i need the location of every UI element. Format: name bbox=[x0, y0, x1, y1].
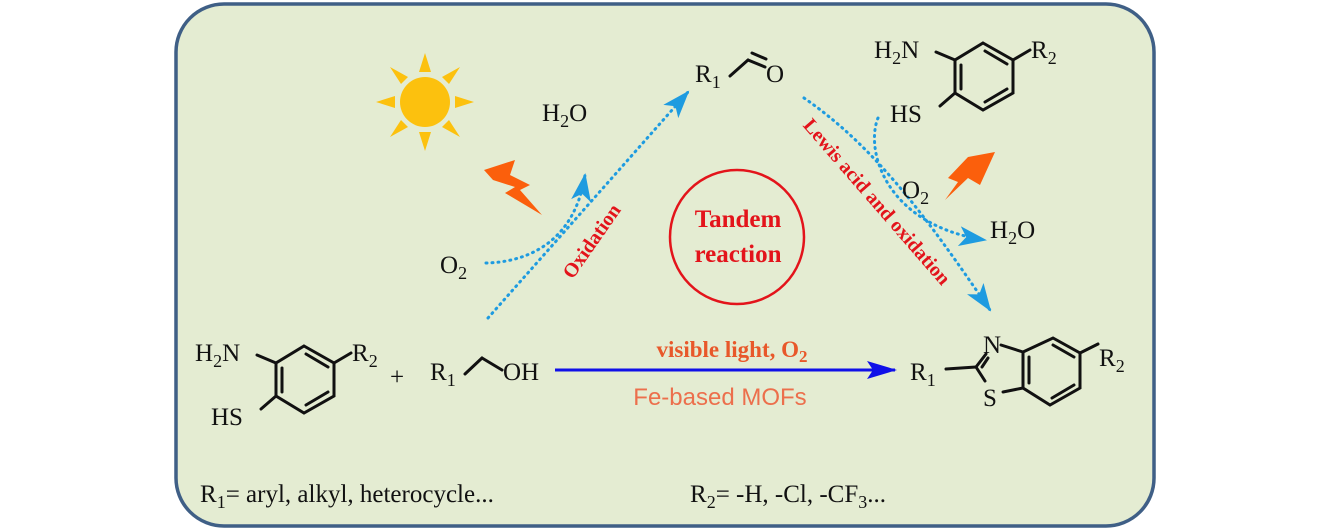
o2-to-h2o-dotted-arrow bbox=[484, 173, 591, 265]
svg-text:O: O bbox=[766, 61, 784, 88]
svg-text:R1: R1 bbox=[910, 359, 936, 390]
alcohol-to-aldehyde-dotted-arrow bbox=[486, 90, 690, 320]
plus-sign: + bbox=[390, 364, 404, 391]
aminothiophenol-structure-left: H2N HS R2 bbox=[195, 340, 378, 431]
r2-definition: R2= -H, -Cl, -CF3... bbox=[690, 481, 886, 512]
alcohol-structure: R1 OH bbox=[430, 356, 539, 390]
svg-text:HS: HS bbox=[890, 101, 922, 128]
r1-definition: R1= aryl, alkyl, heterocycle... bbox=[200, 481, 494, 512]
svg-text:H2N: H2N bbox=[874, 37, 919, 68]
svg-text:R2: R2 bbox=[1099, 345, 1125, 376]
svg-text:S: S bbox=[983, 385, 997, 412]
sun-icon bbox=[376, 53, 474, 151]
left-o2-label: O2 bbox=[440, 252, 467, 283]
tandem-line2: reaction bbox=[694, 241, 781, 268]
tandem-reaction-badge bbox=[668, 168, 806, 306]
svg-text:R2: R2 bbox=[1031, 37, 1057, 68]
svg-text:H2N: H2N bbox=[195, 340, 240, 371]
right-h2o-label: H2O bbox=[990, 217, 1035, 248]
conditions-catalyst: Fe-based MOFs bbox=[633, 384, 806, 411]
benzothiazole-product: R1 N S R2 bbox=[910, 332, 1125, 412]
tandem-line1: Tandem bbox=[695, 206, 782, 233]
svg-text:R2: R2 bbox=[352, 340, 378, 371]
scheme-frame bbox=[174, 2, 1156, 528]
aminothiophenol-to-h2o-dotted-arrow bbox=[873, 116, 987, 247]
aldehyde-structure: R1 O bbox=[695, 51, 784, 92]
right-o2-label: O2 bbox=[902, 177, 929, 208]
aldehyde-to-product-dotted-arrow bbox=[802, 96, 992, 312]
left-h2o-label: H2O bbox=[542, 100, 587, 131]
aminothiophenol-structure-top: H2N HS R2 bbox=[874, 37, 1057, 128]
lightning-bolt-icon bbox=[945, 152, 995, 200]
lightning-bolt-icon bbox=[484, 160, 542, 215]
svg-text:R1: R1 bbox=[430, 359, 456, 390]
conditions-light-o2: visible light, O2 bbox=[657, 337, 808, 366]
svg-text:HS: HS bbox=[211, 404, 243, 431]
svg-text:OH: OH bbox=[503, 359, 539, 386]
svg-text:N: N bbox=[983, 332, 1001, 359]
svg-text:R1: R1 bbox=[695, 61, 721, 92]
